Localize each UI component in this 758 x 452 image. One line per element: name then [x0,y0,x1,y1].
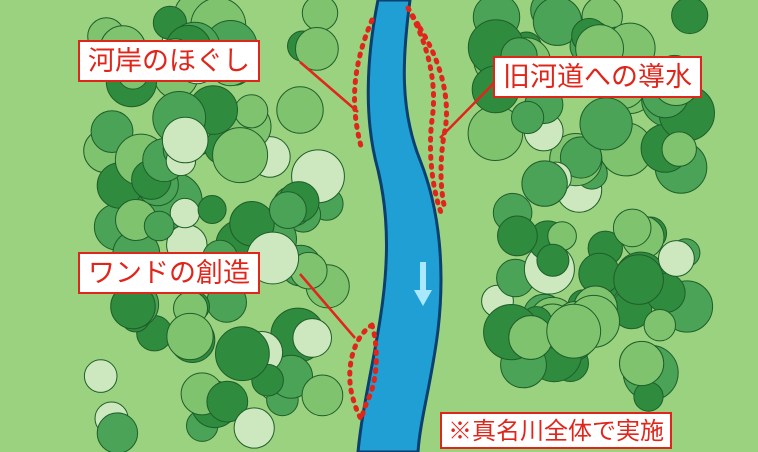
old-channel-leader-line [439,81,496,139]
tree-canopy [161,116,209,164]
tree-canopy [619,340,665,387]
wando-dotted-outline [347,322,379,423]
tree-canopy [559,136,603,179]
tree-canopy [497,215,538,257]
tree-canopy [546,303,602,359]
tree-canopy [143,210,175,242]
tree-canopy [658,240,695,277]
bank-loosening-label: 河岸のほぐし [78,40,260,82]
tree-canopy [579,97,633,151]
tree-canopy [301,0,339,32]
implementation-note-label: ※真名川全体で実施 [440,412,672,449]
old-channel-inflow-label: 旧河道への導水 [493,56,702,98]
tree-canopy [234,94,269,129]
tree-canopy [169,197,201,229]
tree-canopy [521,160,568,207]
tree-canopy [276,86,324,134]
tree-canopy [96,412,139,452]
down-arrow-icon [414,262,432,306]
tree-canopy [83,359,118,393]
tree-canopy [215,326,270,382]
tree-canopy [536,243,570,277]
tree-canopy [633,381,664,412]
tree-canopy [295,27,339,71]
tree-canopy [206,380,249,423]
tree-canopy [613,254,664,305]
tree-canopy [292,318,333,358]
tree-canopy [212,127,269,184]
tree-canopy [661,131,697,167]
tree-canopy [612,208,652,248]
tree-canopy [166,312,214,361]
tree-canopy [269,191,307,230]
tree-canopy [643,309,676,342]
tree-canopy [671,0,709,35]
wando-creation-label: ワンドの創造 [78,252,260,294]
tree-canopy [508,315,554,360]
river [356,0,443,452]
bank-loosening-dotted-line [352,17,375,153]
bank-loosening-leader-line [299,61,359,113]
tree-canopy [197,195,227,224]
wando-leader-line [299,273,356,339]
tree-canopy [301,374,344,417]
tree-canopy [510,100,545,135]
tree-canopy [233,407,275,449]
